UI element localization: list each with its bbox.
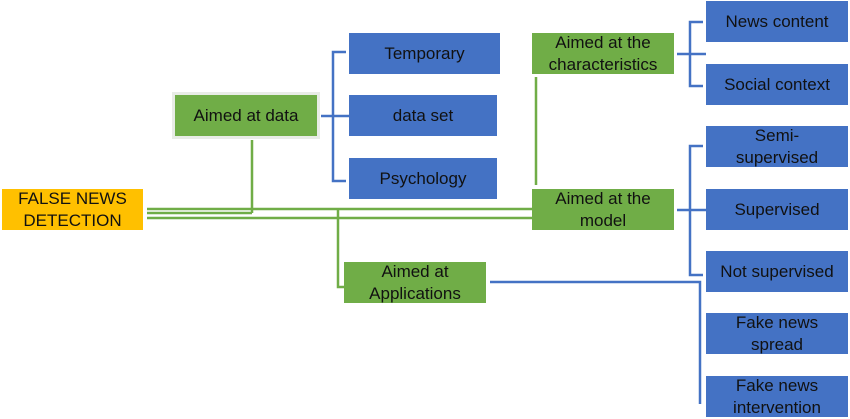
root-node: FALSE NEWS DETECTION: [2, 189, 143, 230]
leaf-label: Semi-supervised: [735, 125, 819, 167]
model-bracket: [688, 144, 703, 277]
leaf-label: Social context: [724, 74, 830, 94]
leaf-label: Not supervised: [720, 261, 834, 281]
category-data: Aimed at data: [172, 92, 320, 139]
leaf-news-content: News content: [706, 1, 848, 42]
data-bracket: [331, 50, 346, 183]
leaf-fake-news-spread: Fake news spread: [706, 313, 848, 354]
category-characteristics: Aimed at the characteristics: [532, 33, 674, 74]
leaf-label: Temporary: [384, 43, 465, 63]
leaf-label: Supervised: [734, 199, 820, 219]
leaf-temporary: Temporary: [349, 33, 500, 74]
leaf-label: data set: [392, 105, 454, 125]
leaf-supervised: Supervised: [706, 189, 848, 230]
category-model: Aimed at the model: [532, 189, 674, 230]
leaf-label: News content: [725, 11, 829, 31]
root-label: FALSE NEWS DETECTION: [18, 188, 127, 230]
leaf-psychology: Psychology: [349, 158, 497, 199]
applications-connector: [336, 210, 344, 289]
applications-bracket: [490, 280, 702, 404]
leaf-label: Fake news spread: [735, 312, 819, 354]
category-label: Aimed at Applications: [369, 261, 461, 303]
leaf-label: Fake news intervention: [733, 375, 821, 417]
leaf-data-set: data set: [349, 95, 497, 136]
leaf-not-supervised: Not supervised: [706, 251, 848, 292]
leaf-social-context: Social context: [706, 64, 848, 105]
category-applications: Aimed at Applications: [344, 262, 486, 303]
characteristics-bracket: [688, 20, 703, 88]
leaf-fake-news-intervention: Fake news intervention: [706, 376, 848, 417]
leaf-semi-supervised: Semi-supervised: [706, 126, 848, 167]
leaf-label: Psychology: [379, 168, 467, 188]
category-label: Aimed at the model: [555, 188, 651, 230]
category-label: Aimed at the characteristics: [548, 32, 658, 74]
category-label: Aimed at data: [193, 105, 299, 125]
